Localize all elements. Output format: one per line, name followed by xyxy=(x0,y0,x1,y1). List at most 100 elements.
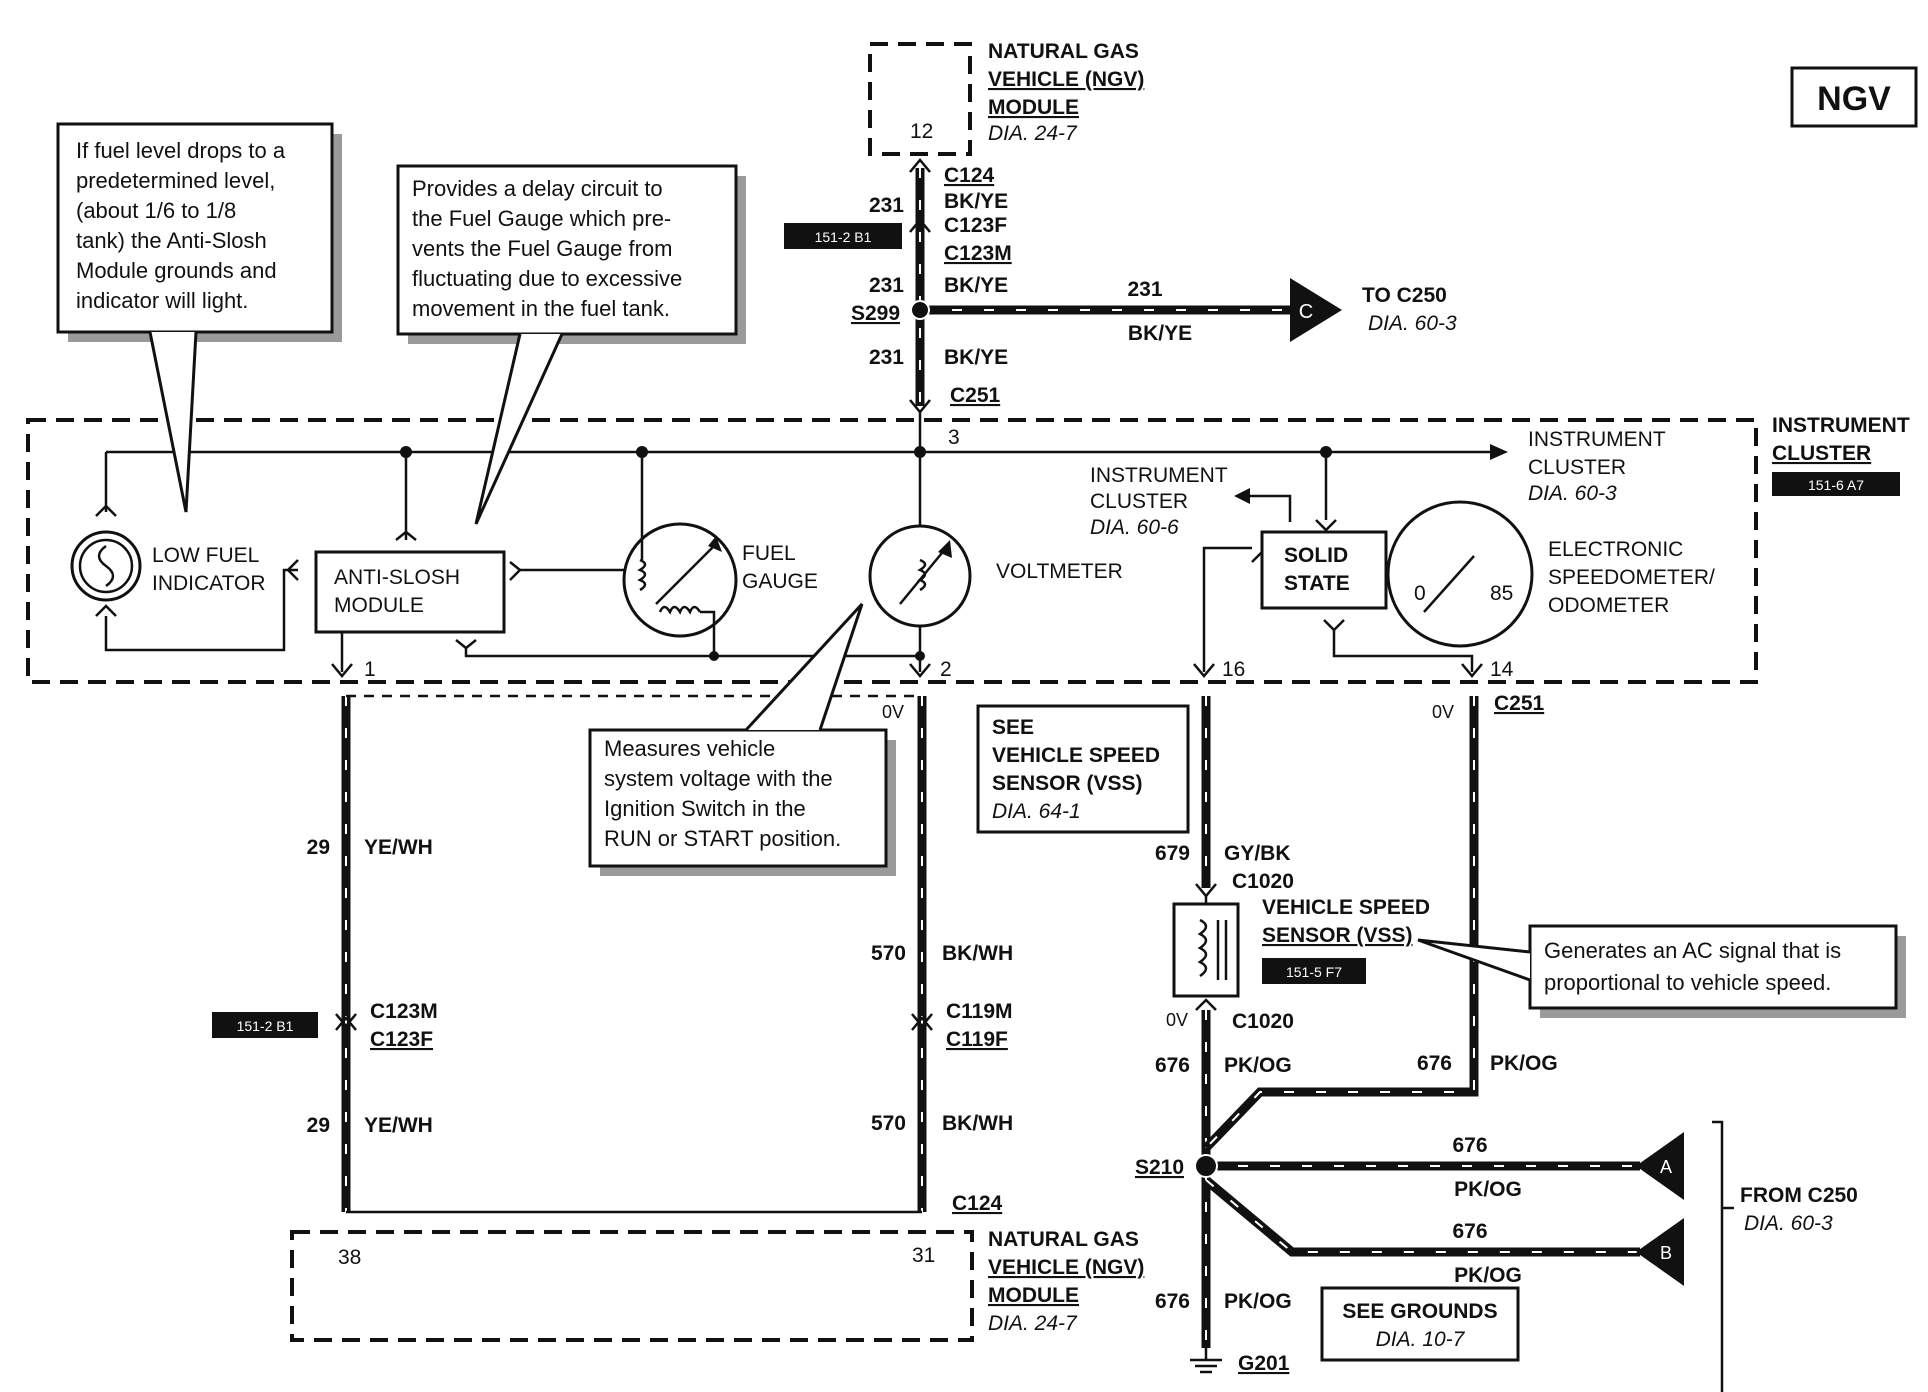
callout-low-fuel-6: indicator will light. xyxy=(76,288,248,313)
c123m-label: C123M xyxy=(944,242,1012,265)
cluster-ref-right-3: DIA. 60-3 xyxy=(1528,482,1617,505)
arrow-b xyxy=(1636,1218,1684,1286)
wire-679-color: GY/BK xyxy=(1224,842,1291,865)
vss-title-1: VEHICLE SPEED xyxy=(1262,896,1430,919)
ground-icon xyxy=(1190,1348,1222,1374)
wire-676-b-color: PK/OG xyxy=(1454,1264,1522,1287)
c251-bottom-label: C251 xyxy=(1494,692,1545,715)
speedo-max: 85 xyxy=(1490,582,1513,605)
low-fuel-label-2: INDICATOR xyxy=(152,572,266,595)
wire-231-color-3: BK/YE xyxy=(944,346,1008,369)
c123m-left-label: C123M xyxy=(370,1000,438,1023)
c251-top-label: C251 xyxy=(950,384,1001,407)
callout-delay-4: fluctuating due to excessive xyxy=(412,266,682,291)
top-tag: 151-2 B1 xyxy=(815,229,872,245)
wire-29-color-2: YE/WH xyxy=(364,1114,433,1137)
wire-676-a-num: 676 xyxy=(1452,1134,1487,1157)
callout-delay-2: the Fuel Gauge which pre- xyxy=(412,206,671,231)
see-vss-3: SENSOR (VSS) xyxy=(992,772,1143,795)
callout-voltmeter-1: Measures vehicle xyxy=(604,736,775,761)
solid-state-module xyxy=(1260,530,1388,610)
ov-vss: 0V xyxy=(1166,1010,1188,1030)
callout-delay-1: Provides a delay circuit to xyxy=(412,176,663,201)
low-fuel-label-1: LOW FUEL xyxy=(152,544,259,567)
see-grounds-ref: DIA. 10-7 xyxy=(1376,1328,1466,1351)
wire-29-num-2: 29 xyxy=(307,1114,330,1137)
arrow-a-letter: A xyxy=(1660,1157,1672,1177)
to-c250-ref: DIA. 60-3 xyxy=(1368,312,1457,335)
ngv-top-pin: 12 xyxy=(910,120,933,143)
speedo-min: 0 xyxy=(1414,582,1426,605)
ngv-bottom-title-1: NATURAL GAS xyxy=(988,1228,1139,1251)
wire-231-num-3: 231 xyxy=(869,346,904,369)
wire-231-num-2: 231 xyxy=(869,274,904,297)
callout-vss-1: Generates an AC signal that is xyxy=(1544,938,1841,963)
c119m-label: C119M xyxy=(946,1000,1013,1023)
wire-676-right xyxy=(1202,696,1479,1152)
wire-570-color-2: BK/WH xyxy=(942,1112,1013,1135)
c123f-label: C123F xyxy=(944,214,1007,237)
pin-2: 2 xyxy=(940,658,952,681)
c124-label: C124 xyxy=(944,164,995,187)
g201-label: G201 xyxy=(1238,1352,1290,1375)
wire-29-num-1: 29 xyxy=(307,836,330,859)
ngv-bottom-pin-left: 38 xyxy=(338,1246,361,1269)
cluster-ref-right-1: INSTRUMENT xyxy=(1528,428,1666,451)
wire-676-a-color: PK/OG xyxy=(1454,1178,1522,1201)
speedometer-label-1: ELECTRONIC xyxy=(1548,538,1683,561)
c119f-label: C119F xyxy=(946,1028,1008,1051)
cluster-ref-left-3: DIA. 60-6 xyxy=(1090,516,1179,539)
speedometer-label-2: SPEEDOMETER/ xyxy=(1548,566,1715,589)
wire-676-num-3: 676 xyxy=(1155,1290,1190,1313)
instrument-cluster-box xyxy=(26,418,1758,684)
callout-voltmeter-2: system voltage with the xyxy=(604,766,833,791)
c1020-top-label: C1020 xyxy=(1232,870,1294,893)
c123-connector xyxy=(909,218,931,233)
cluster-ref-left-2: CLUSTER xyxy=(1090,490,1188,513)
wire-231-num-1: 231 xyxy=(869,194,904,217)
cluster-pin-3: 3 xyxy=(948,426,960,449)
see-grounds-box xyxy=(1320,1286,1520,1362)
c124-top-connector xyxy=(909,158,931,173)
speedometer-label-3: ODOMETER xyxy=(1548,594,1669,617)
see-grounds-label: SEE GROUNDS xyxy=(1342,1300,1497,1323)
fuel-gauge-label-1: FUEL xyxy=(742,542,796,565)
pin-14: 14 xyxy=(1490,658,1514,681)
anti-slosh-label-2: MODULE xyxy=(334,594,424,617)
pin-1: 1 xyxy=(364,658,376,681)
anti-slosh-module xyxy=(314,550,506,634)
wire-231-horiz-color: BK/YE xyxy=(1128,322,1192,345)
see-vss-ref: DIA. 64-1 xyxy=(992,800,1081,823)
callout-low-fuel-1: If fuel level drops to a xyxy=(76,138,286,163)
s210-label: S210 xyxy=(1135,1156,1184,1179)
see-vss-2: VEHICLE SPEED xyxy=(992,744,1160,767)
ov-right: 0V xyxy=(1432,702,1454,722)
see-vss-1: SEE xyxy=(992,716,1034,739)
s299-splice xyxy=(910,300,930,320)
from-c250-label: FROM C250 xyxy=(1740,1184,1858,1207)
callout-delay-3: vents the Fuel Gauge from xyxy=(412,236,672,261)
ngv-top-title-1: NATURAL GAS xyxy=(988,40,1139,63)
wire-676-b xyxy=(1203,1176,1640,1257)
see-vss-box xyxy=(976,704,1190,834)
ngv-top-title-3: MODULE xyxy=(988,96,1079,119)
ngv-module-bottom-box xyxy=(290,1230,974,1342)
ngv-badge: NGV xyxy=(1817,80,1891,118)
wire-676-color-1: PK/OG xyxy=(1224,1054,1292,1077)
vss-sensor xyxy=(1172,902,1240,998)
callout-vss-2: proportional to vehicle speed. xyxy=(1544,970,1831,995)
c1020-bottom-label: C1020 xyxy=(1232,1010,1294,1033)
ngv-top-ref: DIA. 24-7 xyxy=(988,122,1078,145)
cluster-ref-left-1: INSTRUMENT xyxy=(1090,464,1228,487)
cluster-tag-bg xyxy=(1772,472,1900,496)
voltmeter xyxy=(868,524,972,628)
wire-231-color-2: BK/YE xyxy=(944,274,1008,297)
callout-low-fuel-3: (about 1/6 to 1/8 xyxy=(76,198,236,223)
arrow-c xyxy=(1290,278,1342,342)
callout-vss xyxy=(1528,924,1898,1010)
callout-delay xyxy=(396,164,738,336)
wire-231-horiz-num: 231 xyxy=(1127,278,1162,301)
vss-tag-bg xyxy=(1262,958,1366,984)
ngv-top-title-2: VEHICLE (NGV) xyxy=(988,68,1144,91)
voltmeter-label: VOLTMETER xyxy=(996,560,1123,583)
